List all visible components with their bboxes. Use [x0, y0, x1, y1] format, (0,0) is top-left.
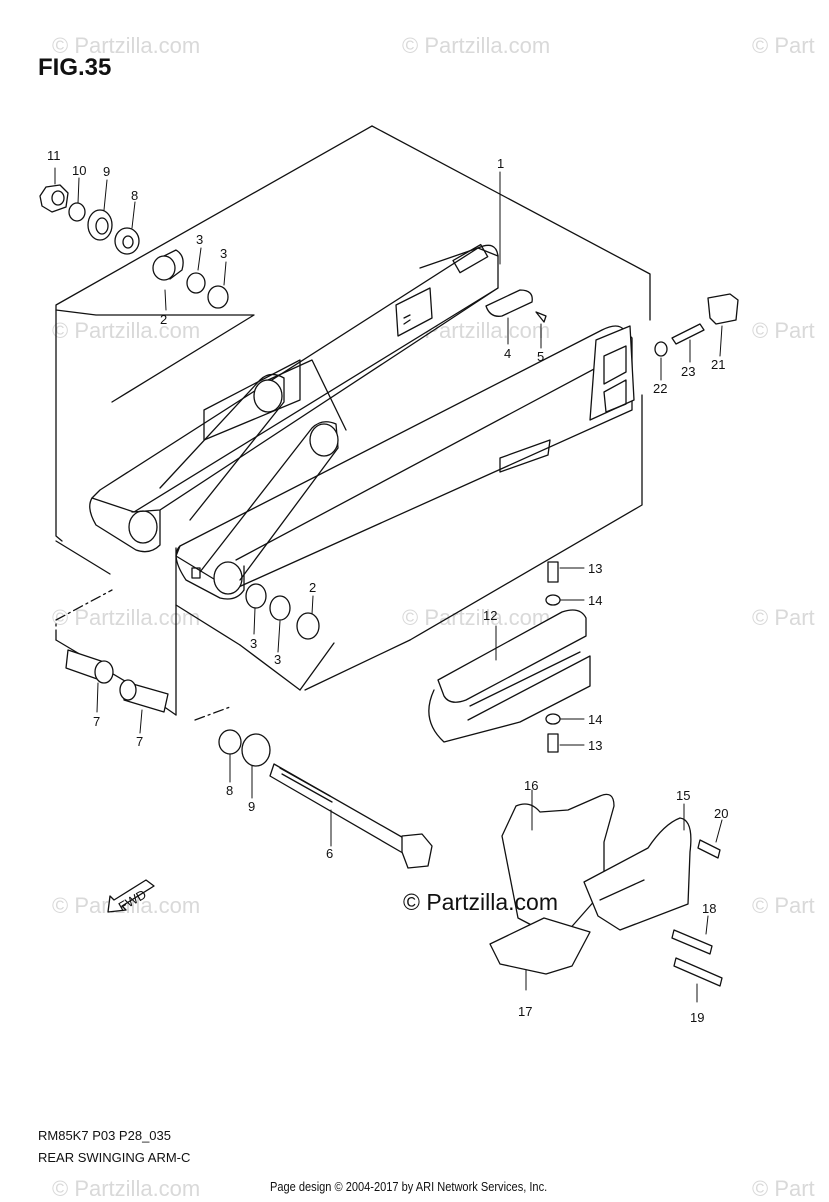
part-8-washer	[114, 227, 140, 255]
part-2-spacer	[296, 612, 320, 640]
watermark: © Partzilla.com	[52, 318, 201, 343]
swingarm	[89, 243, 635, 600]
figure-name: REAR SWINGING ARM-C	[38, 1150, 191, 1165]
assembly-outline	[55, 125, 651, 721]
callout-17: 17	[518, 1004, 532, 1019]
callout-1: 1	[497, 156, 504, 171]
callout-7: 7	[93, 714, 100, 729]
callout-15: 15	[676, 788, 690, 803]
part-14-washer	[545, 594, 561, 606]
callout-8: 8	[226, 783, 233, 798]
callout-13: 13	[588, 561, 602, 576]
callout-3: 3	[274, 652, 281, 667]
part-5-screw	[535, 311, 547, 323]
watermark: © Partzilla.com	[52, 1176, 201, 1201]
callout-11: 11	[47, 148, 61, 163]
part-9-collar	[241, 733, 271, 767]
callout-8: 8	[131, 188, 138, 203]
callout-18: 18	[702, 901, 716, 916]
part-13-bolt	[547, 561, 559, 583]
part-3-bearing	[269, 595, 291, 621]
part-15-guide-plate	[583, 817, 692, 931]
callout-3: 3	[250, 636, 257, 651]
callout-21: 21	[711, 357, 725, 372]
callout-2: 2	[309, 580, 316, 595]
callout-14: 14	[588, 593, 602, 608]
part-14-washer	[545, 713, 561, 725]
watermark: © Partzilla.com	[402, 605, 551, 630]
watermark: © Part	[752, 893, 815, 918]
callout-2: 2	[160, 312, 167, 327]
part-8-washer	[218, 729, 242, 755]
part-23-bolt	[671, 323, 705, 345]
callout-5: 5	[537, 349, 544, 364]
watermark: © Part	[752, 1176, 815, 1201]
fwd-arrow	[107, 879, 155, 913]
part-12-chain-slider	[428, 609, 591, 743]
part-19-bolt	[673, 957, 723, 987]
part-11-nut	[39, 184, 69, 213]
callout-3: 3	[196, 232, 203, 247]
part-3-bearing	[186, 272, 229, 309]
page-credit: Page design © 2004-2017 by ARI Network S…	[270, 1179, 548, 1194]
watermark: © Part	[752, 33, 815, 58]
part-7-collar	[65, 649, 114, 684]
part-21-adjuster	[707, 293, 739, 325]
watermark: © Part	[752, 318, 815, 343]
callout-9: 9	[248, 799, 255, 814]
center-watermark: © Partzilla.com	[403, 889, 558, 915]
part-3-bearing	[245, 583, 267, 609]
part-4-plate	[485, 289, 533, 317]
callout-22: 22	[653, 381, 667, 396]
callout-23: 23	[681, 364, 695, 379]
callout-7: 7	[136, 734, 143, 749]
part-7-collar	[119, 679, 169, 713]
figure-code: RM85K7 P03 P28_035	[38, 1128, 171, 1143]
part-20-bolt	[697, 839, 721, 859]
watermark: © Partzilla.com	[52, 33, 201, 58]
callout-9: 9	[103, 164, 110, 179]
figure-title: FIG.35	[38, 54, 112, 81]
watermark: © Part	[752, 605, 815, 630]
part-9-collar	[87, 209, 113, 241]
part-16-bracket	[501, 793, 615, 941]
part-13-bolt	[547, 733, 559, 753]
callout-16: 16	[524, 778, 538, 793]
callout-10: 10	[72, 163, 86, 178]
callout-19: 19	[690, 1010, 704, 1025]
callout-20: 20	[714, 806, 728, 821]
callout-14: 14	[588, 712, 602, 727]
part-17-guide-block	[489, 917, 591, 975]
callout-labels: 1 2 3 3 4 5 2 3 3 6 7 7 8 9 10 11 8 9 12…	[47, 148, 728, 1025]
part-10-washer	[68, 202, 86, 222]
callout-4: 4	[504, 346, 511, 361]
callout-13: 13	[588, 738, 602, 753]
part-6-axle	[269, 763, 433, 869]
part-22-washer	[654, 341, 668, 357]
leader-lines	[54, 167, 723, 1003]
part-2-spacer	[152, 249, 184, 281]
callout-3: 3	[220, 246, 227, 261]
callout-12: 12	[483, 608, 497, 623]
callout-6: 6	[326, 846, 333, 861]
watermark: © Partzilla.com	[402, 33, 551, 58]
part-18-bolt	[671, 929, 713, 955]
